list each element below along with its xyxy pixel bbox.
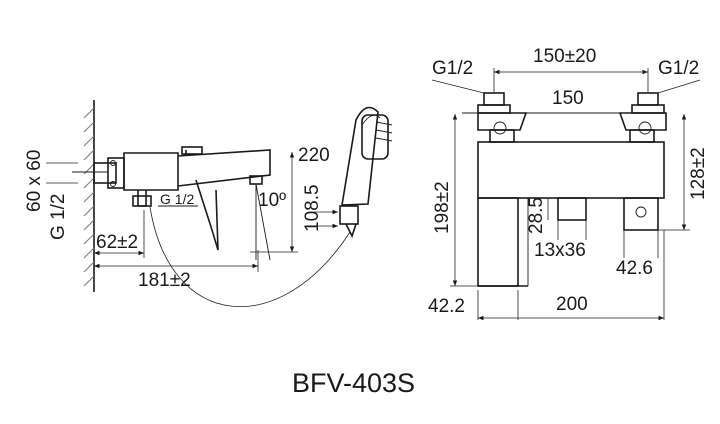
outlet-thread-label: G 1/2 [160,191,194,207]
outlet-height-dim: 108.5 [302,184,323,232]
mixer-body [123,146,271,251]
front-thread-right: G1/2 [658,58,699,79]
length-dim: 181±2 [138,270,191,291]
inlet-right [618,92,667,143]
right-small-dim: 42.6 [616,258,653,279]
wall [83,100,95,292]
center-nominal-dim: 150 [552,88,584,109]
small-box-dim: 13x36 [534,240,586,261]
mixer-block [477,141,665,199]
bottom-width-dim: 200 [556,294,588,315]
front-thread-left: G1/2 [432,58,473,79]
handshower [314,106,393,239]
angle-label: 10º [258,190,286,211]
small-height-dim: 28.5 [526,197,547,234]
wall-conn-dim: 60 x 60 [24,150,45,212]
model-label: BFV-403S [292,368,415,398]
inlet-left [477,92,528,143]
hose-height-dim: 220 [298,145,330,166]
wall-connector [72,157,125,189]
height-right-dim: 128±2 [688,147,709,200]
centers-dim: 150±20 [533,46,596,67]
handle [623,197,659,231]
bottom-left-dim: 42.2 [428,296,465,317]
diverter [557,197,587,221]
side-view: G 1/2 10º 60 x 60 G 1/2 62±2 [24,100,393,307]
front-view: G1/2 G1/2 150±20 150 198±2 128±2 28.5 13… [428,46,709,321]
offset-dim: 62±2 [96,232,138,253]
height-total-dim: 198±2 [432,181,453,234]
wall-thread-dim: G 1/2 [48,194,69,240]
shower-hose [149,206,351,307]
spout [477,197,519,287]
